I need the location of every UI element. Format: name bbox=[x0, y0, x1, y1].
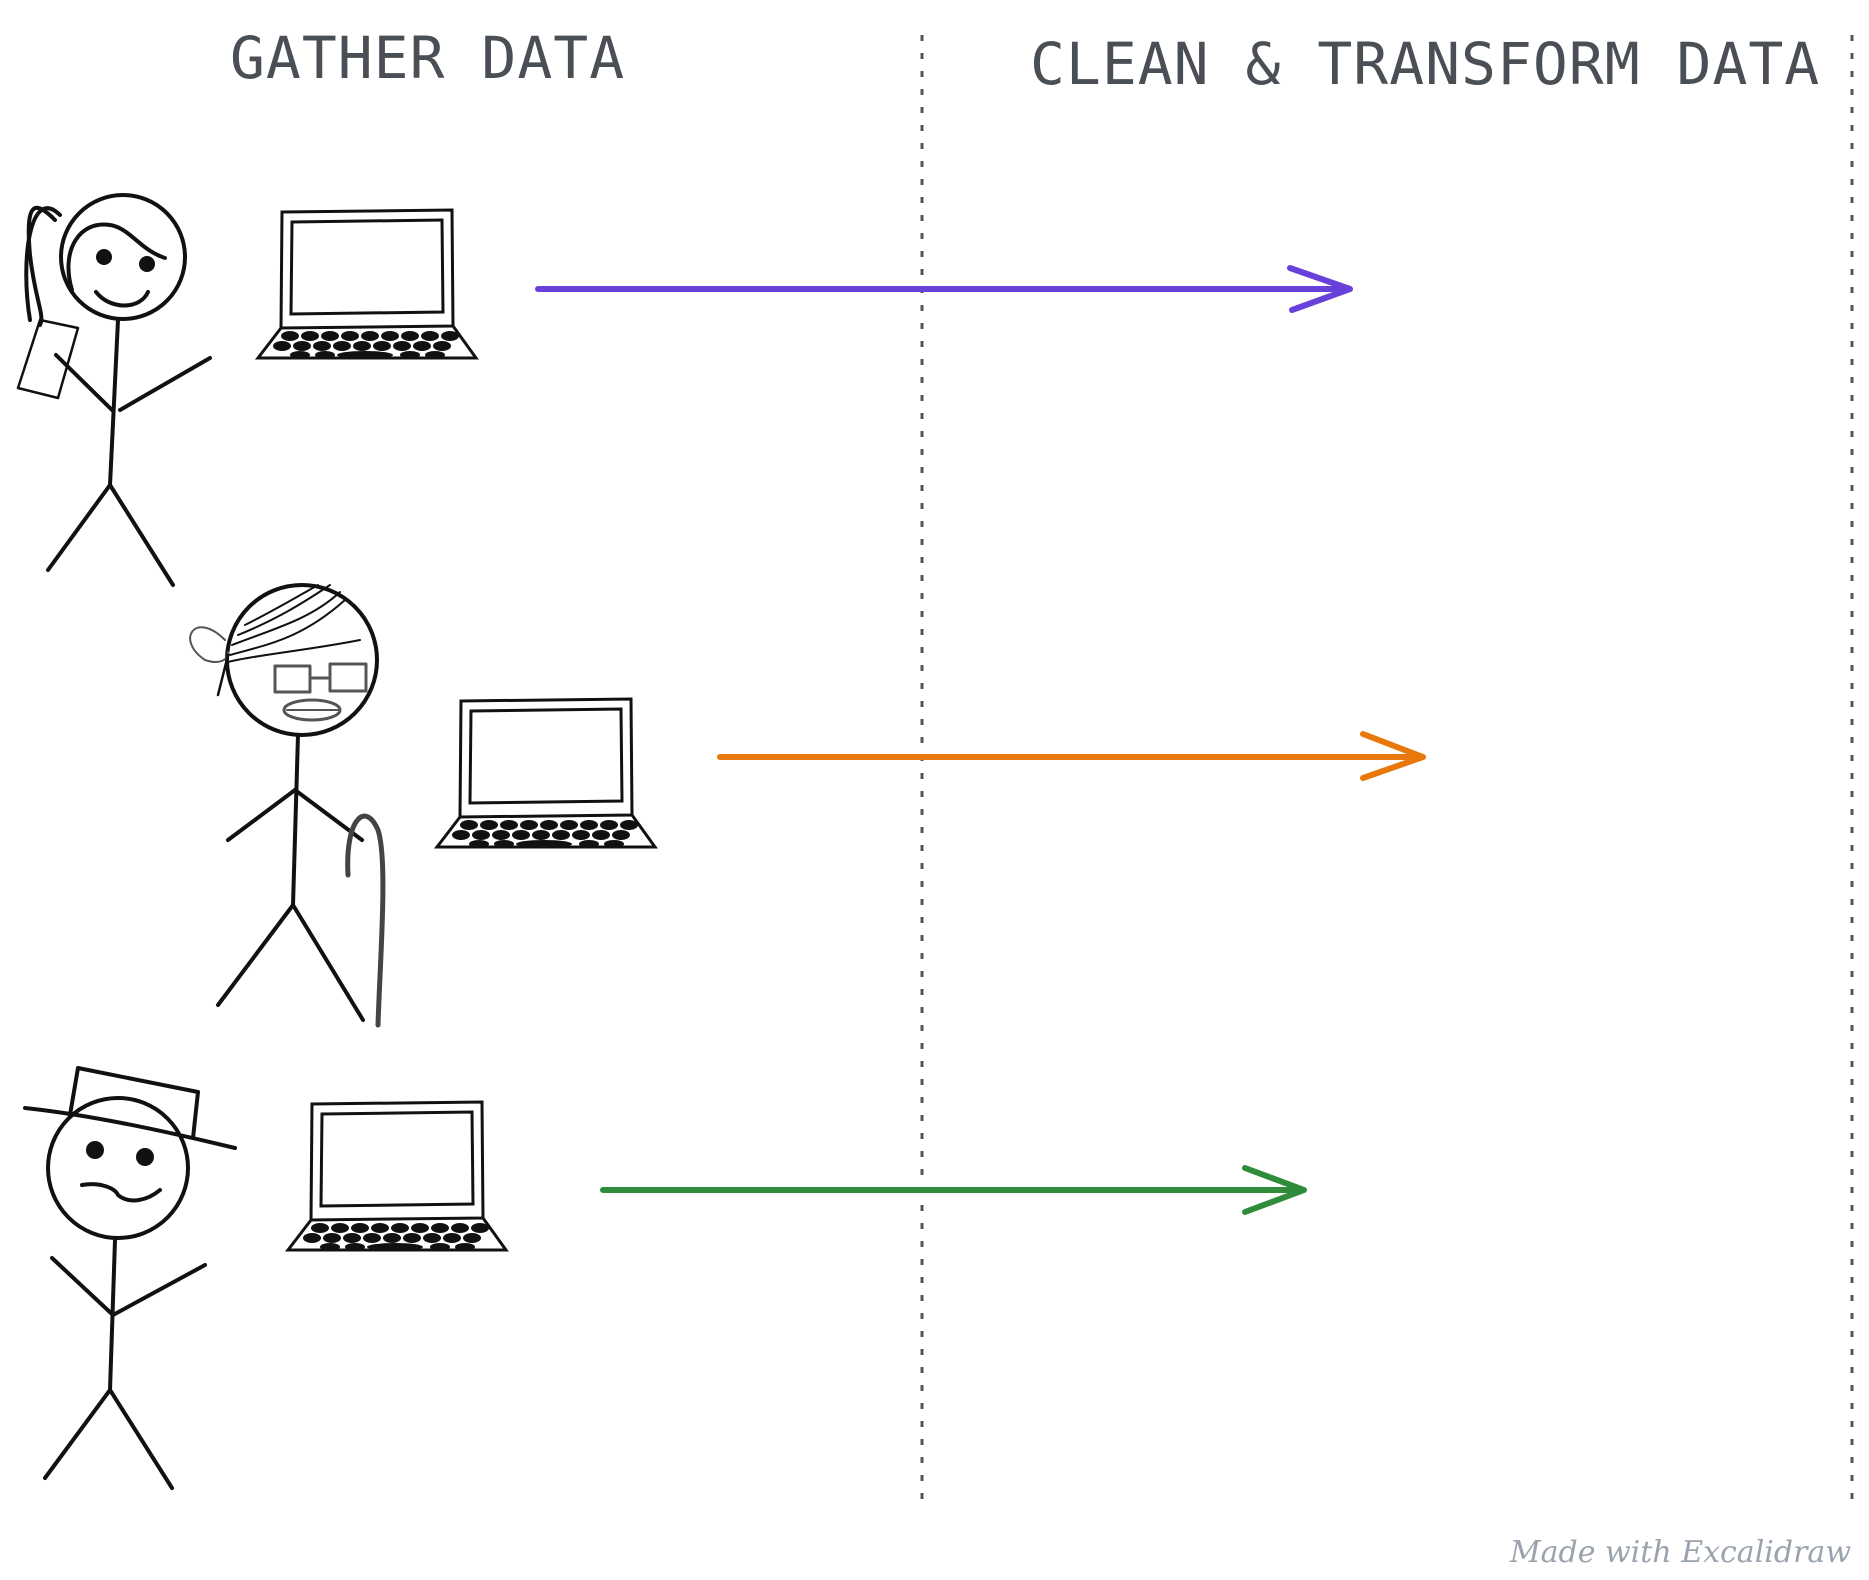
person-with-hat bbox=[23, 1066, 237, 1490]
laptop-icon-3 bbox=[286, 1100, 508, 1253]
laptop-icon-2 bbox=[435, 697, 657, 850]
gather-data-heading: GATHER DATA bbox=[230, 24, 626, 92]
clean-transform-heading: CLEAN & TRANSFORM DATA bbox=[1030, 30, 1821, 98]
arrow-purple bbox=[535, 265, 1353, 313]
arrow-green bbox=[600, 1165, 1307, 1215]
arrow-orange bbox=[717, 731, 1426, 781]
person-with-phone bbox=[16, 193, 212, 587]
excalidraw-credit: Made with Excalidraw bbox=[1509, 1535, 1851, 1570]
person-with-cane bbox=[189, 583, 386, 1028]
laptop-icon-1 bbox=[256, 208, 478, 361]
